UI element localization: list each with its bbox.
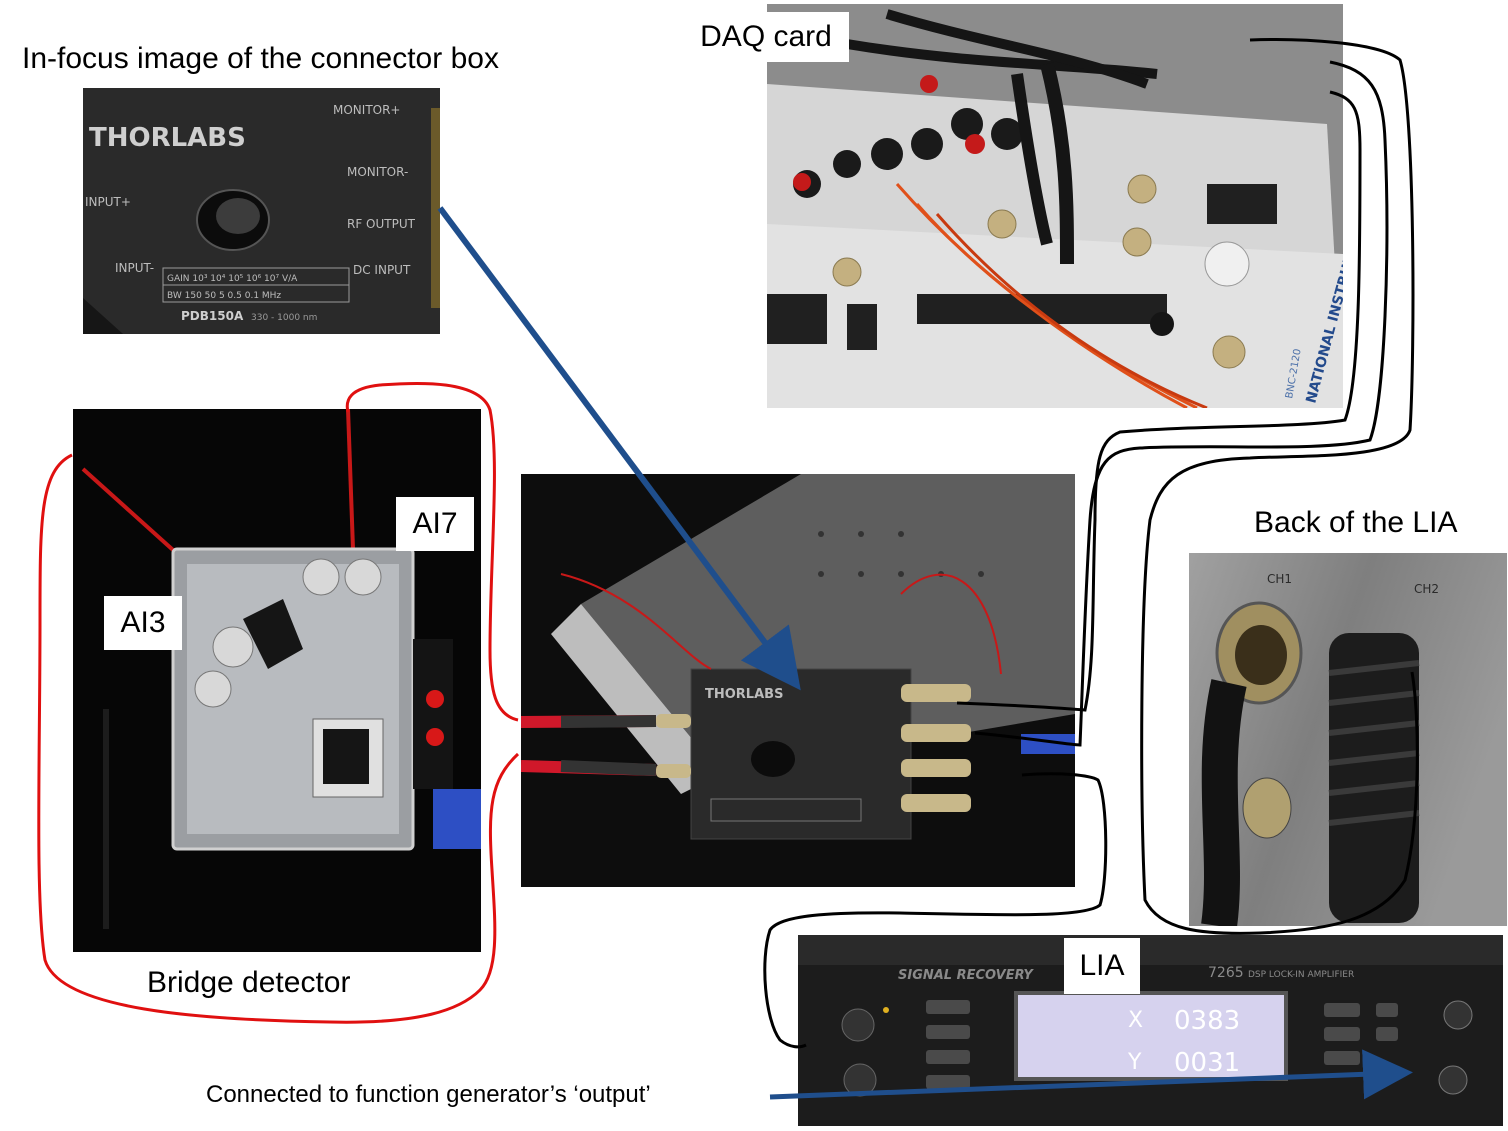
bw-row: BW 150 50 5 0.5 0.1 MHz — [167, 291, 281, 301]
bridge-detector-label: Bridge detector — [147, 966, 351, 999]
lia-display — [1014, 991, 1288, 1081]
lia-model-label: 7265 — [1208, 965, 1244, 981]
dc-input-label: DC INPUT — [353, 263, 411, 277]
bridge-detector-illustration — [73, 409, 481, 952]
lia-x-value: 0383 — [1174, 1006, 1240, 1036]
bridge-detector-photo — [73, 409, 481, 952]
ai7-label: AI7 — [396, 497, 474, 551]
gain-row: GAIN 10³ 10⁴ 10⁵ 10⁶ 10⁷ V/A — [167, 274, 298, 284]
daq-card-label: DAQ card — [683, 12, 849, 62]
daq-card-illustration: NATIONAL INSTRUMENTS BNC-2120 — [767, 4, 1343, 408]
connector-box-photo: THORLABS MONITOR+ MONITOR- RF OUTPUT DC … — [83, 88, 440, 334]
lia-front-photo: SIGNAL RECOVERY 7265 DSP LOCK-IN AMPLIFI… — [798, 935, 1503, 1126]
optical-table-photo: THORLABS — [521, 474, 1075, 887]
connector-box-title: In-focus image of the connector box — [22, 42, 499, 75]
lia-label: LIA — [1064, 938, 1140, 994]
model-label: PDB150A — [181, 309, 244, 323]
gain-table: GAIN 10³ 10⁴ 10⁵ 10⁶ 10⁷ V/A BW 150 50 5… — [162, 267, 350, 303]
lia-y-value: 0031 — [1174, 1048, 1240, 1078]
thorlabs-logo-blurred: THORLABS — [705, 687, 783, 702]
lia-back-illustration: CH1 CH2 — [1189, 553, 1507, 926]
function-generator-label: Connected to function generator’s ‘outpu… — [206, 1081, 651, 1108]
lia-desc-label: DSP LOCK-IN AMPLIFIER — [1248, 970, 1354, 980]
lia-y-label: Y — [1127, 1050, 1142, 1075]
input-plus-label: INPUT+ — [85, 195, 131, 209]
thorlabs-logo: THORLABS — [89, 123, 246, 153]
rf-output-label: RF OUTPUT — [347, 217, 416, 231]
lia-x-label: X — [1128, 1008, 1143, 1033]
monitor-minus-label: MONITOR- — [347, 165, 408, 179]
monitor-plus-label: MONITOR+ — [333, 103, 400, 117]
ch2-label: CH2 — [1414, 582, 1439, 596]
daq-card-photo: NATIONAL INSTRUMENTS BNC-2120 — [767, 4, 1343, 408]
lia-front-illustration: SIGNAL RECOVERY 7265 DSP LOCK-IN AMPLIFI… — [798, 935, 1503, 1126]
back-lia-label: Back of the LIA — [1254, 506, 1458, 539]
signal-recovery-label: SIGNAL RECOVERY — [898, 968, 1034, 983]
connector-box-illustration: THORLABS MONITOR+ MONITOR- RF OUTPUT DC … — [83, 88, 440, 334]
model-range-label: 330 - 1000 nm — [251, 313, 317, 323]
ch1-label: CH1 — [1267, 572, 1292, 586]
lia-back-photo: CH1 CH2 — [1189, 553, 1507, 926]
input-minus-label: INPUT- — [115, 261, 154, 275]
ai3-label: AI3 — [104, 596, 182, 650]
optical-table-illustration: THORLABS — [521, 474, 1075, 887]
